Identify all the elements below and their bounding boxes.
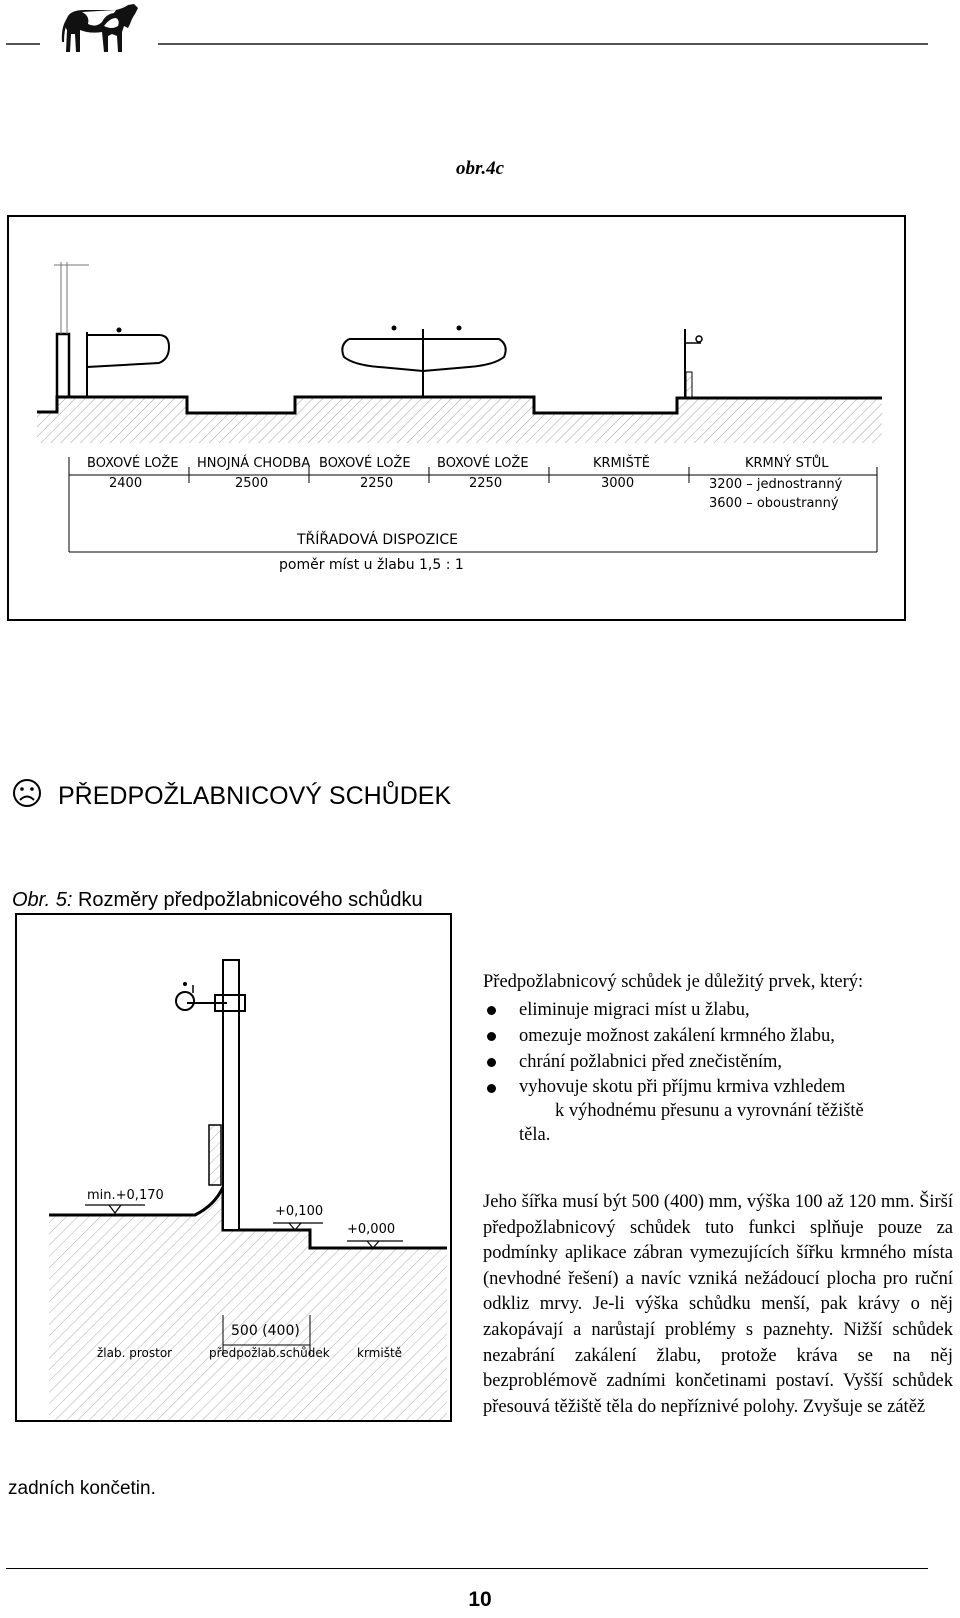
zone-label: KRMIŠTĚ xyxy=(593,455,650,471)
cow-logo-icon xyxy=(58,2,142,60)
footer-rule xyxy=(6,1568,928,1569)
width-dimension: 500 (400) xyxy=(231,1323,300,1339)
zone-label: KRMNÝ STŮL xyxy=(745,455,829,471)
level-left: min.+0,170 xyxy=(87,1188,164,1203)
disposition-ratio: poměr míst u žlabu 1,5 : 1 xyxy=(279,557,464,573)
list-item: vyhovuje skotu při příjmu krmiva vzhlede… xyxy=(483,1075,953,1147)
header-rule-right xyxy=(158,43,928,45)
zone-size: 2500 xyxy=(235,476,268,491)
zone-label: BOXOVÉ LOŽE xyxy=(437,455,529,471)
list-item: chrání požlabnici před znečistěním, xyxy=(483,1049,953,1075)
bullet-list: eliminuje migraci míst u žlabu, omezuje … xyxy=(483,997,953,1147)
step-dimension-drawing: min.+0,170 +0,100 +0,000 500 (400) žlab.… xyxy=(49,959,447,1420)
label-feed: krmiště xyxy=(357,1346,402,1360)
header-rule-left xyxy=(6,43,40,45)
level-right: +0,000 xyxy=(347,1222,395,1237)
label-trough: žlab. prostor xyxy=(97,1346,172,1360)
table-size: 3200 – jednostranný xyxy=(709,477,843,492)
bullet4-line2: k výhodnému přesunu a vyrovnání těžiště xyxy=(555,1101,864,1121)
zone-size: 2400 xyxy=(109,476,142,491)
label-step: předpožlab.schůdek xyxy=(209,1346,330,1360)
intro-text: Předpožlabnicový schůdek je důležitý prv… xyxy=(483,972,864,992)
page-number: 10 xyxy=(468,1588,492,1611)
zone-size: 2250 xyxy=(469,476,502,491)
zone-label: HNOJNÁ CHODBA xyxy=(197,455,310,471)
caption-prefix: Obr. 5: xyxy=(12,889,73,911)
figure4-frame: BOXOVÉ LOŽE 2400 HNOJNÁ CHODBA 2500 BOXO… xyxy=(7,215,906,621)
disposition-title: TŘÍŘADOVÁ DISPOZICE xyxy=(296,531,458,548)
body-paragraph: Jeho šířka musí být 500 (400) mm, výška … xyxy=(483,1192,953,1417)
figure-label: obr.4c xyxy=(455,158,505,179)
bullet4-line1: vyhovuje skotu při příjmu krmiva vzhlede… xyxy=(519,1077,846,1097)
figure5-frame: min.+0,170 +0,100 +0,000 500 (400) žlab.… xyxy=(15,913,452,1422)
bullet4-line3: těla. xyxy=(519,1125,551,1145)
level-mid: +0,100 xyxy=(275,1204,323,1219)
zone-size: 3000 xyxy=(601,476,634,491)
list-item: eliminuje migraci míst u žlabu, xyxy=(483,997,953,1023)
figure-caption: Obr. 5: Rozměry předpožlabnicového schůd… xyxy=(12,889,423,912)
frown-face-icon xyxy=(12,778,42,815)
section-title: PŘEDPOŽLABNICOVÝ SCHŮDEK xyxy=(58,782,452,810)
zone-size: 2250 xyxy=(360,476,393,491)
table-size: 3600 – oboustranný xyxy=(709,496,839,511)
barn-cross-section-drawing: BOXOVÉ LOŽE 2400 HNOJNÁ CHODBA 2500 BOXO… xyxy=(37,262,882,573)
section-heading: PŘEDPOŽLABNICOVÝ SCHŮDEK xyxy=(12,778,451,815)
list-item: omezuje možnost zakálení krmného žlabu, xyxy=(483,1023,953,1049)
continuation-text: zadních končetin. xyxy=(8,1478,156,1499)
zone-label: BOXOVÉ LOŽE xyxy=(319,455,411,471)
caption-title: Rozměry předpožlabnicového schůdku xyxy=(77,889,423,911)
zone-label: BOXOVÉ LOŽE xyxy=(87,455,179,471)
